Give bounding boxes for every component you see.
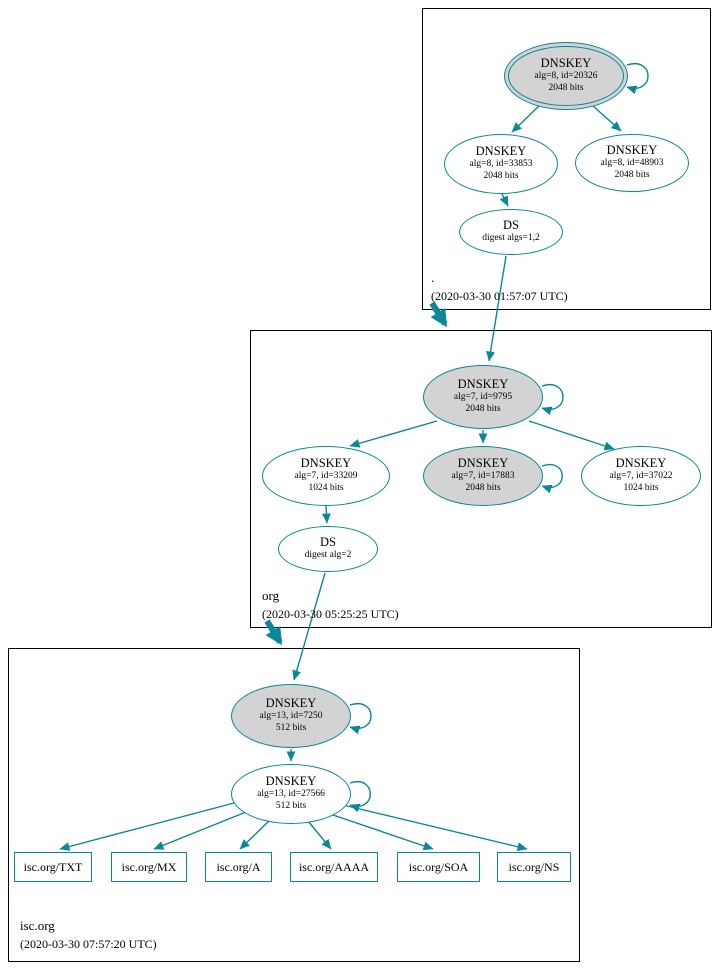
node-detail: digest algs=1,2 — [482, 232, 540, 243]
zone-root-label: . — [431, 270, 435, 285]
node-title: DNSKEY — [265, 696, 317, 711]
node-detail: alg=7, id=17883 — [451, 471, 515, 481]
node-detail: alg=13, id=7250 — [259, 711, 323, 721]
node-title: DS — [320, 535, 336, 550]
rrset-isc-aaaa: isc.org/AAAA — [290, 852, 378, 882]
zone-org-timestamp: (2020-03-30 05:25:25 UTC) — [262, 607, 399, 621]
ds-org: DS digest alg=2 — [278, 526, 378, 572]
zone-org-label: org — [262, 588, 280, 603]
dnskey-org-zsk-37022: DNSKEY alg=7, id=37022 1024 bits — [581, 446, 701, 506]
node-detail: alg=8, id=48903 — [600, 158, 664, 168]
node-bits: 1024 bits — [308, 482, 344, 493]
dnskey-org-ksk-17883: DNSKEY alg=7, id=17883 2048 bits — [423, 446, 543, 506]
node-title: DS — [503, 218, 519, 233]
rrset-label: isc.org/AAAA — [298, 859, 370, 874]
zone-box-root — [422, 8, 711, 310]
node-bits: 512 bits — [275, 722, 307, 733]
node-title: DNSKEY — [615, 456, 667, 471]
node-bits: 512 bits — [275, 800, 307, 811]
rrset-isc-ns: isc.org/NS — [497, 852, 571, 882]
rrset-label: isc.org/A — [216, 859, 261, 874]
node-title: DNSKEY — [475, 144, 527, 159]
node-bits: 2048 bits — [465, 482, 501, 493]
rrset-isc-a: isc.org/A — [205, 852, 272, 882]
node-detail: alg=8, id=33853 — [469, 159, 533, 169]
node-bits: 2048 bits — [465, 403, 501, 414]
dnskey-org-ksk-9795: DNSKEY alg=7, id=9795 2048 bits — [423, 365, 543, 429]
rrset-label: isc.org/SOA — [408, 859, 469, 874]
dnskey-root-ksk-20326: DNSKEY alg=8, id=20326 2048 bits — [504, 42, 628, 110]
dnskey-root-zsk-48903: DNSKEY alg=8, id=48903 2048 bits — [575, 134, 689, 192]
rrset-label: isc.org/NS — [508, 859, 560, 874]
node-bits: 2048 bits — [614, 169, 650, 180]
rrset-isc-txt: isc.org/TXT — [14, 852, 92, 882]
node-detail: alg=13, id=27566 — [257, 789, 325, 799]
dnskey-isc-zsk-27566: DNSKEY alg=13, id=27566 512 bits — [231, 764, 351, 824]
node-bits: 2048 bits — [548, 82, 584, 93]
node-title: DNSKEY — [457, 456, 509, 471]
node-detail: alg=7, id=33209 — [294, 471, 358, 481]
zone-isc-timestamp: (2020-03-30 07:57:20 UTC) — [20, 937, 157, 951]
node-title: DNSKEY — [265, 774, 317, 789]
rrset-isc-mx: isc.org/MX — [111, 852, 187, 882]
zone-box-org — [250, 330, 712, 628]
node-bits: 1024 bits — [623, 482, 659, 493]
node-title: DNSKEY — [300, 456, 352, 471]
node-detail: alg=7, id=37022 — [609, 471, 673, 481]
dnskey-org-zsk-33209: DNSKEY alg=7, id=33209 1024 bits — [262, 446, 390, 506]
node-detail: alg=8, id=20326 — [534, 71, 598, 81]
node-title: DNSKEY — [457, 377, 509, 392]
dnskey-isc-ksk-7250: DNSKEY alg=13, id=7250 512 bits — [231, 684, 351, 748]
node-bits: 2048 bits — [483, 170, 519, 181]
zone-isc-label: isc.org — [20, 918, 55, 933]
dnskey-root-zsk-33853: DNSKEY alg=8, id=33853 2048 bits — [444, 134, 558, 194]
zone-root-timestamp: (2020-03-30 01:57:07 UTC) — [431, 289, 568, 303]
node-title: DNSKEY — [606, 143, 658, 158]
rrset-label: isc.org/TXT — [23, 859, 83, 874]
node-detail: digest alg=2 — [304, 549, 352, 560]
rrset-label: isc.org/MX — [121, 859, 177, 874]
ds-root: DS digest algs=1,2 — [459, 209, 563, 255]
rrset-isc-soa: isc.org/SOA — [397, 852, 480, 882]
node-title: DNSKEY — [540, 56, 592, 71]
node-detail: alg=7, id=9795 — [453, 392, 513, 402]
